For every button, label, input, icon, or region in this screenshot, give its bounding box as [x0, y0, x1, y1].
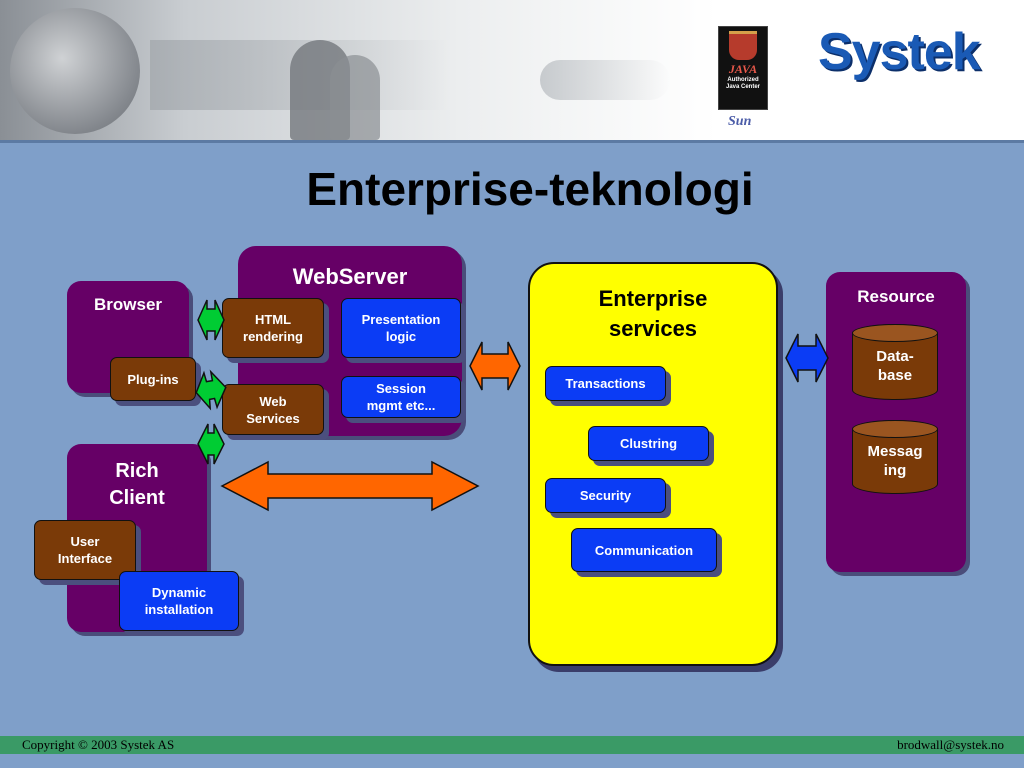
enterprise-services-box	[528, 262, 778, 666]
session-mgmt-chip: Session mgmt etc...	[341, 376, 461, 418]
person-image	[330, 55, 380, 140]
web-services-chip: Web Services	[222, 384, 324, 435]
html-rendering-chip: HTML rendering	[222, 298, 324, 358]
database-label: Data-base	[876, 348, 914, 384]
airplane-image	[540, 60, 670, 100]
messaging-label: Messag ing	[867, 443, 923, 479]
dynamic-installation-chip: Dynamic installation	[119, 571, 239, 631]
orange-double-arrow-icon	[469, 341, 521, 391]
java-authorized-center-logo: JAVA Authorized Java Center	[718, 26, 768, 110]
resource-label: Resource	[857, 287, 935, 306]
blue-double-arrow-icon	[785, 333, 829, 383]
user-interface-chip: User Interface	[34, 520, 136, 580]
slide-title: Enterprise-teknologi	[306, 163, 754, 215]
green-double-arrow-icon	[197, 299, 225, 341]
header-banner-photo	[0, 0, 1024, 140]
presentation-logic-chip: Presentation logic	[341, 298, 461, 358]
messaging-cylinder: Messag ing	[852, 420, 938, 494]
orange-double-arrow-icon	[220, 460, 480, 512]
security-chip: Security	[545, 478, 666, 513]
copyright-text: Copyright © 2003 Systek AS	[22, 737, 175, 752]
systek-logo: Systek	[818, 23, 981, 81]
footer-bar: Copyright © 2003 Systek AS brodwall@syst…	[0, 736, 1024, 754]
webserver-label: WebServer	[292, 264, 408, 289]
browser-label: Browser	[93, 295, 163, 314]
satellite-dish-image	[10, 8, 140, 134]
plug-ins-chip: Plug-ins	[110, 357, 196, 401]
rich-client-label: Rich Client	[109, 460, 165, 509]
java-cup-icon	[729, 31, 757, 60]
sun-logo: Sun	[728, 114, 752, 129]
contact-email: brodwall@systek.no	[897, 737, 1004, 752]
database-cylinder: Data-base	[852, 324, 938, 400]
clustring-chip: Clustring	[588, 426, 709, 461]
communication-chip: Communication	[571, 528, 717, 572]
enterprise-services-label: Enterprise services	[598, 286, 708, 341]
transactions-chip: Transactions	[545, 366, 666, 401]
banner-divider	[0, 140, 1024, 143]
